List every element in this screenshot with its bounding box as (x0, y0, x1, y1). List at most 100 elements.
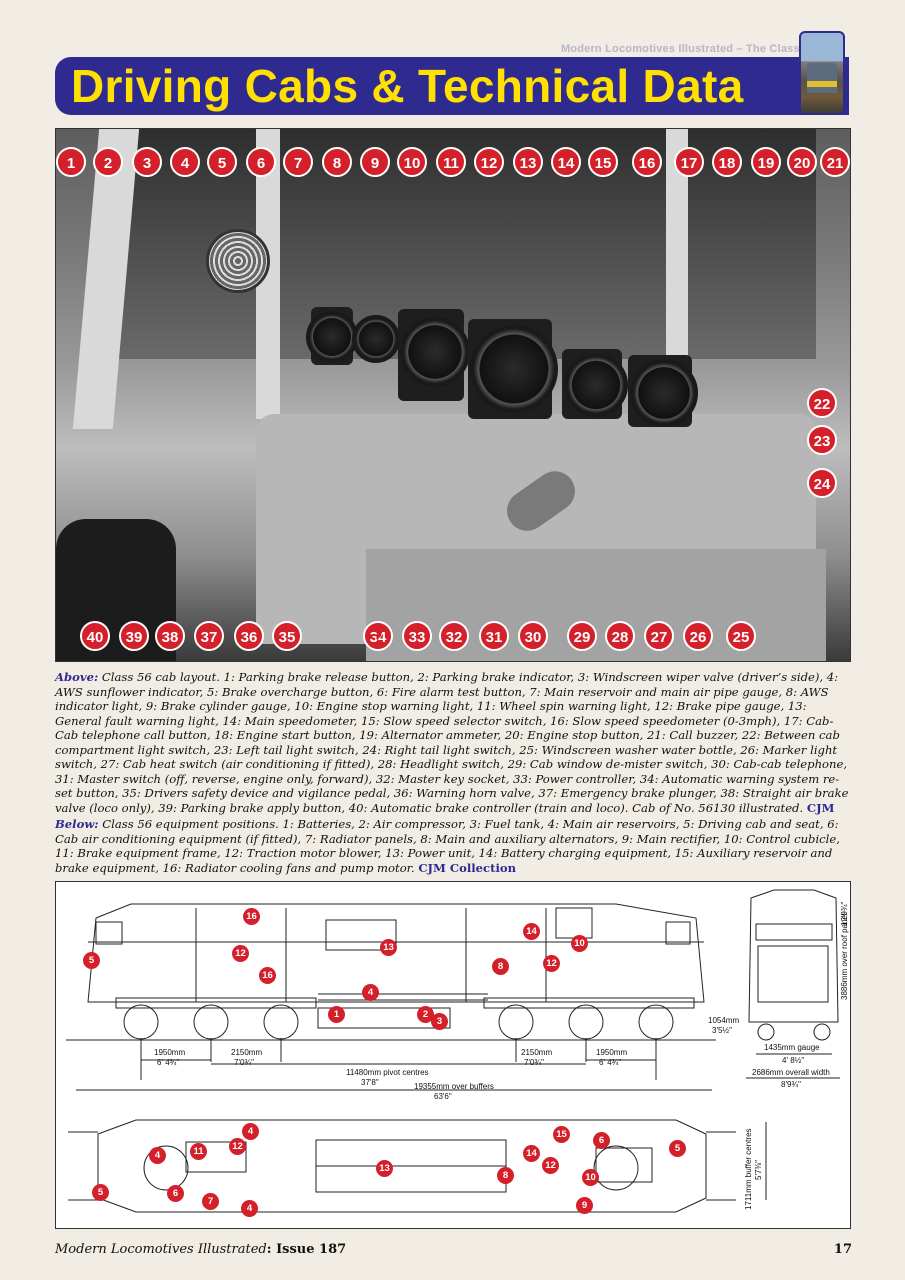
plan-label-9: 9 (576, 1197, 593, 1214)
dim-buffer-centres: 1711mm buffer centres (744, 1128, 753, 1210)
label-15: 15 (588, 147, 618, 177)
label-32: 32 (439, 621, 469, 651)
label-10: 10 (397, 147, 427, 177)
dim-2150-right-imp: 7'0¾" (524, 1058, 544, 1067)
dim-1054: 1054mm (708, 1016, 740, 1025)
plan-label-7: 7 (202, 1193, 219, 1210)
label-24: 24 (807, 468, 837, 498)
equipment-diagram: 16 12 16 5 13 4 1 2 3 8 14 12 10 4 11 12… (55, 881, 851, 1229)
dim-width-imp: 8'9¾" (781, 1080, 801, 1089)
dim-roof: 12'9¾" (840, 901, 849, 926)
side-label-4: 4 (362, 984, 379, 1001)
side-label-1: 1 (328, 1006, 345, 1023)
plan-label-10: 10 (582, 1169, 599, 1186)
side-label-3: 3 (431, 1013, 448, 1030)
plan-label-6b: 6 (593, 1132, 610, 1149)
plan-label-14: 14 (523, 1145, 540, 1162)
caption-below: Below: Class 56 equipment positions. 1: … (55, 817, 852, 875)
label-35: 35 (272, 621, 302, 651)
side-label-12b: 12 (543, 955, 560, 972)
label-39: 39 (119, 621, 149, 651)
side-label-10: 10 (571, 935, 588, 952)
caption-above-lead: Above: (55, 670, 99, 684)
plan-label-13: 13 (376, 1160, 393, 1177)
dim-buffers-imp: 63'6" (434, 1092, 452, 1101)
caption-above-text: Class 56 cab layout. 1: Parking brake re… (55, 670, 849, 815)
label-27: 27 (644, 621, 674, 651)
label-17: 17 (674, 147, 704, 177)
label-38: 38 (155, 621, 185, 651)
dim-1950-left: 1950mm (154, 1048, 186, 1057)
caption-above: Above: Class 56 cab layout. 1: Parking b… (55, 670, 852, 815)
plan-label-4c: 4 (241, 1200, 258, 1217)
plan-label-5a: 5 (92, 1184, 109, 1201)
label-37: 37 (194, 621, 224, 651)
label-22: 22 (807, 388, 837, 418)
dim-2150-left: 2150mm (231, 1048, 263, 1057)
dim-pivot: 11480mm pivot centres (346, 1068, 429, 1077)
dim-pivot-imp: 37'8" (361, 1078, 379, 1087)
side-label-8: 8 (492, 958, 509, 975)
dim-2150-left-imp: 7'0¾" (234, 1058, 254, 1067)
caption-above-credit: CJM (806, 800, 835, 815)
label-40: 40 (80, 621, 110, 651)
plan-label-15: 15 (553, 1126, 570, 1143)
label-33: 33 (402, 621, 432, 651)
caption-below-lead: Below: (55, 817, 99, 831)
label-26: 26 (683, 621, 713, 651)
aws-sunflower (206, 229, 270, 293)
side-label-5: 5 (83, 952, 100, 969)
label-20: 20 (787, 147, 817, 177)
label-18: 18 (712, 147, 742, 177)
label-2: 2 (93, 147, 123, 177)
plan-label-5b: 5 (669, 1140, 686, 1157)
label-36: 36 (234, 621, 264, 651)
label-5: 5 (207, 147, 237, 177)
label-25: 25 (726, 621, 756, 651)
publication-name: Modern Locomotives Illustrated (55, 1242, 267, 1257)
dim-1950-right-imp: 6' 4¾" (599, 1058, 622, 1067)
label-11: 11 (436, 147, 466, 177)
locomotive-thumbnail (799, 31, 845, 115)
dim-gauge: 1435mm gauge (764, 1043, 820, 1052)
pedal-arrow: → (364, 623, 383, 648)
cab-photo: 1 2 3 4 5 6 7 8 9 10 11 12 13 14 15 16 1… (55, 128, 851, 662)
label-8: 8 (322, 147, 352, 177)
dim-gauge-imp: 4' 8½" (782, 1056, 805, 1065)
label-34: 34 (363, 621, 393, 651)
diagram-lines (66, 889, 840, 1213)
label-6: 6 (246, 147, 276, 177)
label-23: 23 (807, 425, 837, 455)
plan-label-4a: 4 (149, 1147, 166, 1164)
dim-1950-right: 1950mm (596, 1048, 628, 1057)
dim-width: 2686mm overall width (752, 1068, 830, 1077)
dim-buffer-centres-imp: 5'7⅜" (754, 1160, 763, 1180)
plan-label-8: 8 (497, 1167, 514, 1184)
series-header: Modern Locomotives Illustrated – The Cla… (560, 43, 822, 55)
side-label-16a: 16 (243, 908, 260, 925)
label-16: 16 (632, 147, 662, 177)
label-9: 9 (360, 147, 390, 177)
issue-number: : Issue 187 (266, 1242, 347, 1257)
dim-2150-right: 2150mm (521, 1048, 553, 1057)
dim-buffers: 19355mm over buffers (414, 1082, 494, 1091)
label-12: 12 (474, 147, 504, 177)
label-19: 19 (751, 147, 781, 177)
plan-label-12a: 12 (229, 1138, 246, 1155)
dim-1054-imp: 3'5½" (712, 1026, 732, 1035)
footer-publication: Modern Locomotives Illustrated: Issue 18… (55, 1242, 346, 1257)
label-14: 14 (551, 147, 581, 177)
dim-1950-left-imp: 6' 4¾" (157, 1058, 180, 1067)
title-banner: Driving Cabs & Technical Data (55, 31, 849, 115)
side-label-14: 14 (523, 923, 540, 940)
label-4: 4 (170, 147, 200, 177)
label-7: 7 (283, 147, 313, 177)
plan-label-4b: 4 (242, 1123, 259, 1140)
label-28: 28 (605, 621, 635, 651)
label-13: 13 (513, 147, 543, 177)
plan-label-12b: 12 (542, 1157, 559, 1174)
side-label-16b: 16 (259, 967, 276, 984)
label-30: 30 (518, 621, 548, 651)
label-1: 1 (56, 147, 86, 177)
caption-below-credit: CJM Collection (418, 860, 517, 875)
